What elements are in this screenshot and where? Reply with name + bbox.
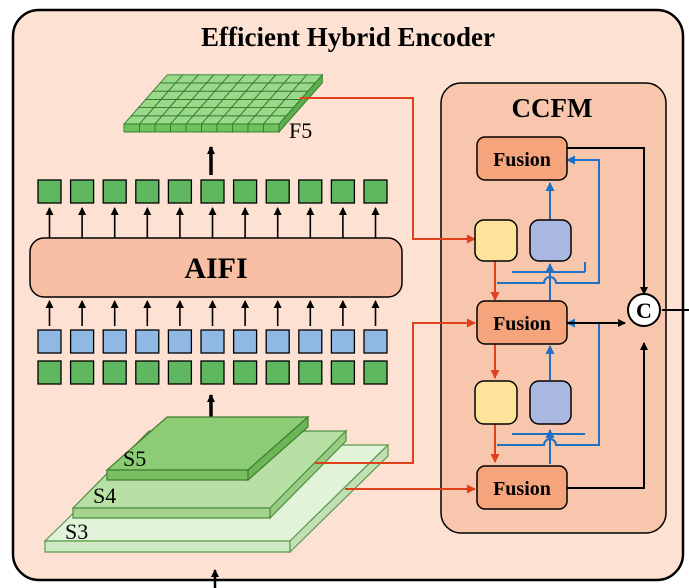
concat-symbol: C bbox=[636, 298, 652, 323]
position-embedding-tokens bbox=[37, 329, 388, 354]
position-token bbox=[135, 329, 160, 354]
aifi-block bbox=[29, 237, 403, 298]
f5-feature-grid bbox=[123, 73, 324, 134]
position-token bbox=[363, 329, 388, 354]
flattened-s5-tokens bbox=[37, 360, 388, 385]
f5-grid-front-cell bbox=[185, 123, 202, 133]
encoder-title: Efficient Hybrid Encoder bbox=[201, 22, 495, 52]
aifi-input-arrows bbox=[45, 300, 380, 326]
fusion-label-middle: Fusion bbox=[493, 313, 551, 335]
aifi-output-arrows bbox=[45, 207, 380, 238]
lavender-block-lower bbox=[529, 380, 572, 425]
lavender-block-upper bbox=[529, 219, 572, 262]
f5-grid-front-cell bbox=[263, 123, 280, 133]
f5-grid-front-cell bbox=[247, 123, 264, 133]
aifi-output-tokens bbox=[37, 179, 388, 204]
input-token bbox=[265, 360, 290, 385]
output-token bbox=[363, 179, 388, 204]
lower-blue-paths bbox=[497, 318, 600, 464]
f5-grid-front-cell bbox=[201, 123, 218, 133]
position-token bbox=[102, 329, 127, 354]
s5-label: S5 bbox=[123, 446, 146, 471]
output-token bbox=[37, 179, 62, 204]
fusion-block-top bbox=[476, 136, 568, 181]
output-token bbox=[69, 179, 95, 204]
f5-grid-side bbox=[278, 73, 323, 134]
position-token bbox=[200, 329, 225, 354]
position-token bbox=[330, 329, 356, 354]
position-token bbox=[37, 329, 62, 354]
input-token bbox=[232, 360, 258, 385]
concat-paths bbox=[567, 147, 689, 489]
aifi-label: AIFI bbox=[184, 252, 247, 285]
s4-label: S4 bbox=[93, 483, 116, 508]
position-token bbox=[167, 329, 193, 354]
upper-blue-paths bbox=[497, 155, 600, 300]
output-token bbox=[135, 179, 160, 204]
input-token bbox=[69, 360, 95, 385]
input-token bbox=[298, 360, 323, 385]
f5-grid-front-cell bbox=[216, 123, 233, 133]
fusion-label-bottom: Fusion bbox=[493, 478, 551, 500]
output-token bbox=[265, 179, 290, 204]
output-token bbox=[200, 179, 225, 204]
f5-grid-front-cell bbox=[123, 123, 140, 133]
input-token bbox=[135, 360, 160, 385]
output-token bbox=[232, 179, 258, 204]
yellow-block-upper bbox=[474, 219, 518, 262]
input-token bbox=[200, 360, 225, 385]
output-token bbox=[167, 179, 193, 204]
input-token bbox=[167, 360, 193, 385]
s3-label: S3 bbox=[65, 519, 88, 544]
position-token bbox=[69, 329, 95, 354]
input-token bbox=[330, 360, 356, 385]
input-token bbox=[102, 360, 127, 385]
fusion-label-top: Fusion bbox=[493, 149, 551, 171]
ccfm-title: CCFM bbox=[512, 93, 593, 123]
f5-grid-front-cell bbox=[170, 123, 187, 133]
output-token bbox=[330, 179, 356, 204]
input-token bbox=[37, 360, 62, 385]
output-token bbox=[298, 179, 323, 204]
f5-grid-front-cell bbox=[139, 123, 156, 133]
f5-grid-front-cell bbox=[154, 123, 171, 133]
position-token bbox=[265, 329, 290, 354]
input-token bbox=[363, 360, 388, 385]
f5-grid-front-cell bbox=[232, 123, 249, 133]
backbone-s5-layer bbox=[105, 415, 310, 482]
concat-node bbox=[627, 293, 661, 327]
f5-label: F5 bbox=[289, 118, 312, 143]
s5-to-fusion-arrow bbox=[315, 318, 476, 464]
position-token bbox=[298, 329, 323, 354]
output-token bbox=[102, 179, 127, 204]
f5-to-ccfm-arrow bbox=[300, 97, 476, 244]
position-token bbox=[232, 329, 258, 354]
yellow-block-lower bbox=[474, 380, 518, 425]
